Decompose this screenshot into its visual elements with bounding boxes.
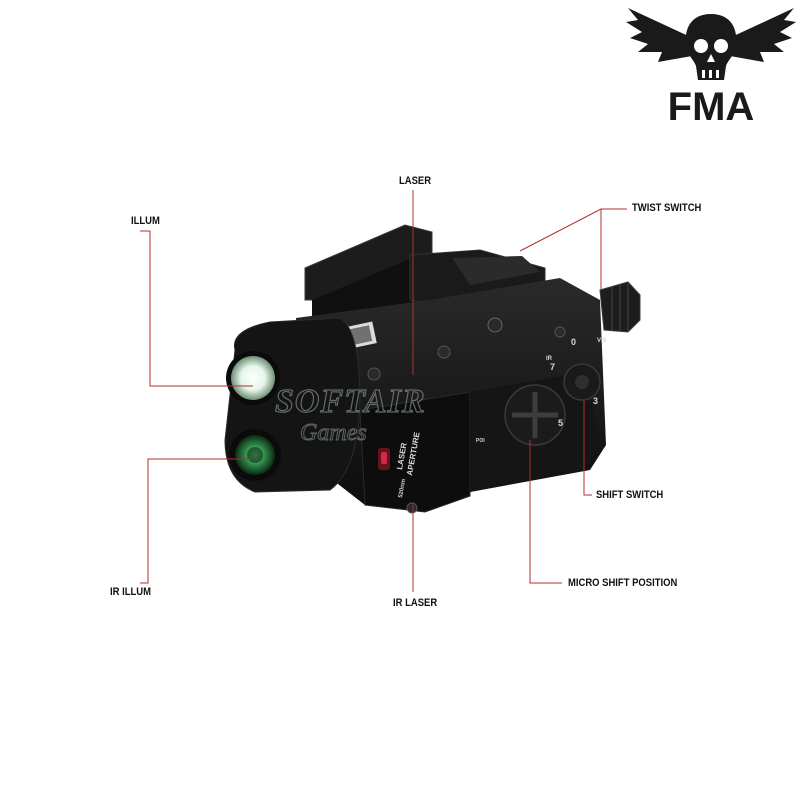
poi-text: POI: [476, 438, 485, 444]
callout-laser: LASER: [399, 175, 432, 187]
callout-ir-illum: IR ILLUM: [110, 586, 151, 598]
mode-vis-text: VIS: [597, 338, 607, 344]
fma-logo-text: FMA: [668, 85, 755, 129]
leader-ir-illum: [140, 458, 250, 584]
watermark-line1: SOFTAIR: [275, 383, 426, 420]
leader-micro-shift: [529, 440, 562, 584]
callout-illum: ILLUM: [131, 215, 160, 227]
body-screws: [367, 317, 566, 514]
callout-micro-shift-position: MICRO SHIFT POSITION: [568, 577, 678, 589]
leader-shift-switch: [583, 400, 592, 496]
dial-number-3: 3: [593, 396, 598, 406]
shift-switch-knob: [563, 363, 601, 401]
watermark-line2: Games: [300, 420, 367, 446]
leader-twist-switch: [519, 208, 627, 252]
laser-emitter: [378, 448, 390, 470]
fma-logo: FMA: [626, 8, 796, 129]
dial-number-7: 7: [550, 362, 555, 372]
mode-ir-text: IR: [546, 356, 553, 362]
wavelength-text: 520nm: [398, 479, 407, 499]
twist-switch-knob: [599, 281, 641, 333]
dial-number-5: 5: [558, 418, 563, 428]
illum-lens: [226, 351, 280, 405]
dial-number-0: 0: [571, 337, 576, 347]
callout-ir-laser: IR LASER: [393, 597, 438, 609]
ir-illum-lens: [229, 429, 281, 481]
winged-skull-icon: [626, 8, 796, 80]
micro-shift-dial: [504, 384, 566, 446]
leader-illum: [140, 230, 253, 387]
callout-twist-switch: TWIST SWITCH: [632, 202, 702, 214]
callout-shift-switch: SHIFT SWITCH: [596, 489, 664, 501]
